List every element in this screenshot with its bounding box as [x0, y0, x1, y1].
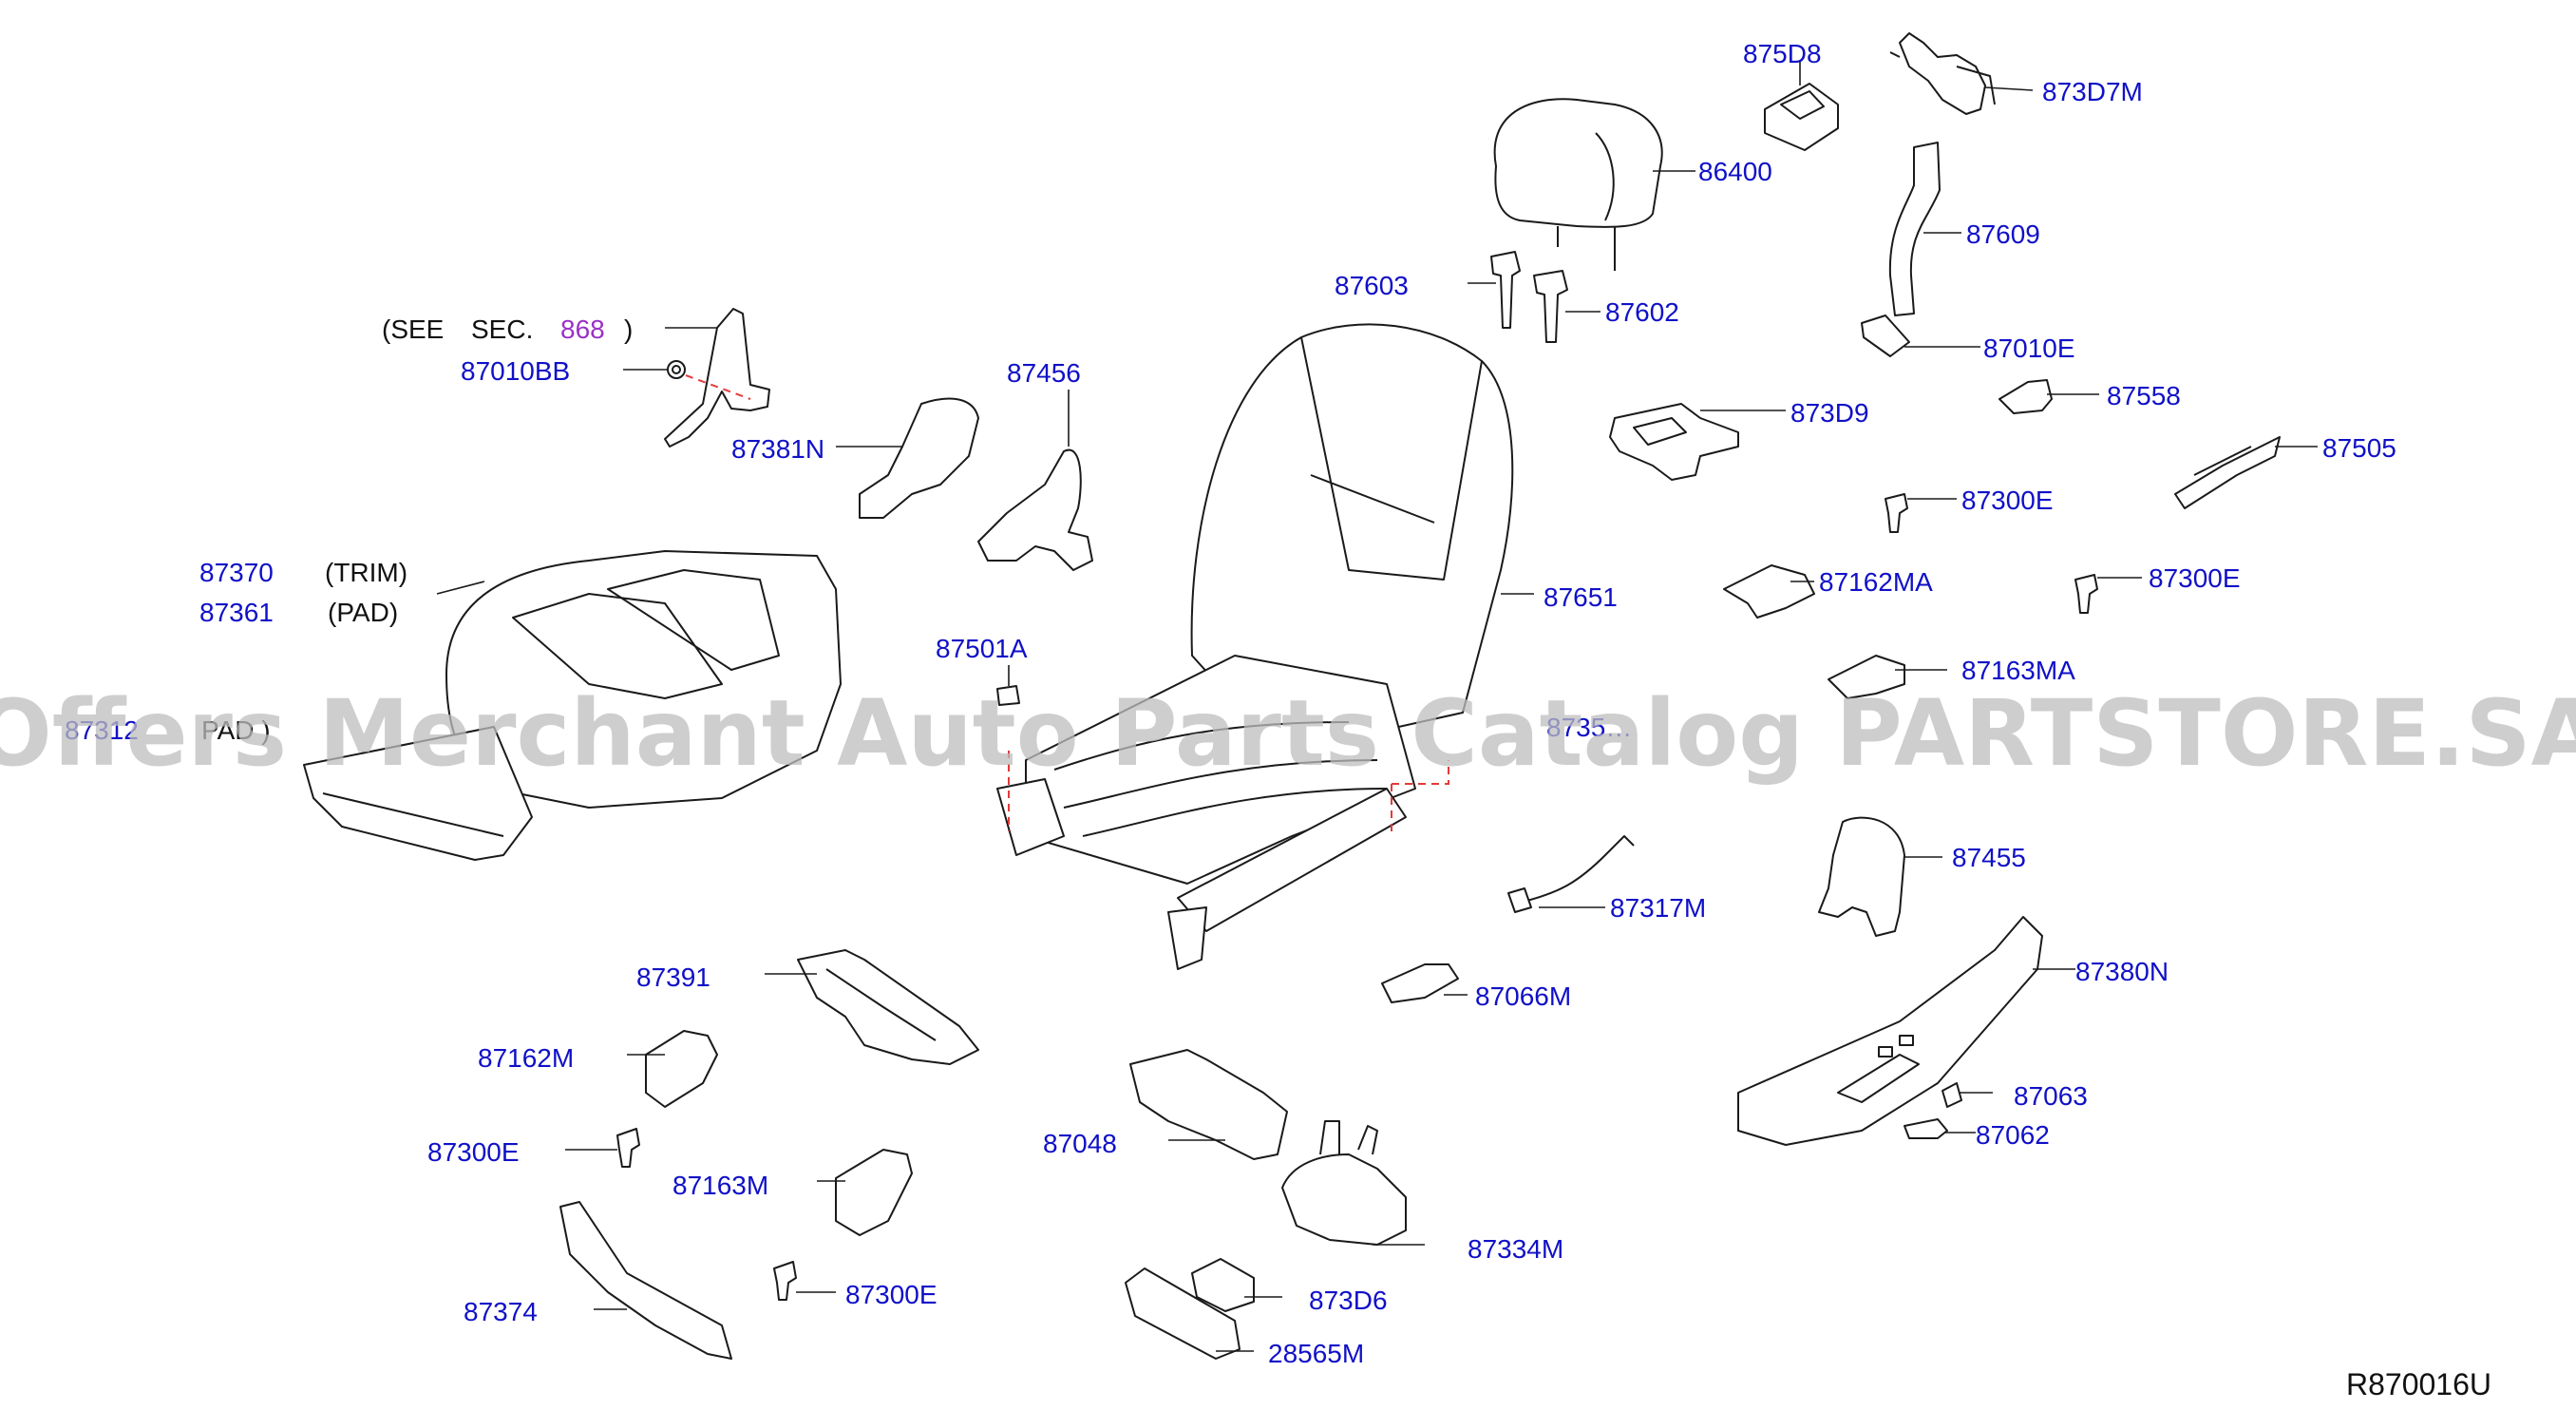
watermark-text: Offers Merchant Auto Parts Catalog PARTS…	[0, 680, 2576, 787]
part-87066M-drawing	[1381, 963, 1459, 1003]
part-87162M-drawing	[645, 1030, 718, 1108]
label-87300E-c: 87300E	[427, 1137, 520, 1167]
part-87455-drawing	[1818, 816, 1905, 937]
label-87334M: 87334M	[1468, 1234, 1563, 1264]
label-87651: 87651	[1544, 582, 1618, 612]
part-87374-drawing	[559, 1201, 732, 1360]
note-trim: (TRIM)	[325, 558, 407, 587]
part-87456-drawing	[977, 448, 1093, 571]
part-87501A-drawing	[996, 685, 1020, 706]
label-87558: 87558	[2107, 381, 2181, 410]
part-28565M-drawing	[1125, 1267, 1241, 1360]
label-87456: 87456	[1007, 358, 1081, 388]
diagram-code: R870016U	[2346, 1367, 2491, 1401]
label-87391: 87391	[636, 962, 710, 992]
see-close: )	[624, 314, 633, 344]
part-seat-frame-drawing	[996, 655, 1449, 970]
label-87317M: 87317M	[1610, 893, 1706, 923]
label-87501A: 87501A	[936, 634, 1028, 663]
label-87163M: 87163M	[672, 1171, 768, 1200]
label-87455: 87455	[1952, 843, 2026, 872]
part-86400-drawing	[1493, 98, 1663, 271]
label-87048: 87048	[1043, 1129, 1117, 1158]
note-pad-partial: PAD )	[201, 715, 271, 745]
label-87062: 87062	[1976, 1120, 2050, 1150]
label-875D8: 875D8	[1743, 39, 1822, 68]
label-87010E: 87010E	[1983, 333, 2075, 363]
part-87300E-clip-b	[2074, 574, 2098, 614]
part-87063-drawing	[1941, 1082, 1962, 1108]
part-87609-drawing	[1888, 142, 1941, 316]
label-87312: 87312	[65, 715, 139, 745]
label-87602: 87602	[1605, 297, 1679, 327]
part-87505-drawing	[2174, 436, 2281, 509]
label-87300E-a: 87300E	[1961, 486, 2054, 515]
part-87391-drawing	[797, 949, 979, 1065]
label-87162MA: 87162MA	[1819, 567, 1933, 597]
see-section-link[interactable]: 868	[560, 314, 605, 344]
part-87162MA-drawing	[1723, 564, 1815, 619]
label-87603: 87603	[1335, 271, 1409, 300]
label-28565M: 28565M	[1268, 1339, 1364, 1368]
part-87312-pad-drawing	[303, 726, 533, 861]
see-prefix: (SEE	[382, 314, 444, 344]
part-875D8-drawing	[1764, 83, 1839, 151]
label-87066M: 87066M	[1475, 981, 1571, 1011]
part-87334M-drawing	[1281, 1120, 1407, 1246]
label-87370: 87370	[199, 558, 274, 587]
label-8735x: 8735…	[1546, 713, 1632, 742]
label-87374: 87374	[464, 1297, 538, 1326]
part-87048-drawing	[1129, 1049, 1288, 1160]
part-87651-seatback-drawing	[1190, 323, 1514, 733]
label-873D6: 873D6	[1309, 1286, 1388, 1315]
part-87062-drawing	[1904, 1118, 1948, 1139]
part-87010E-drawing	[1861, 314, 1910, 357]
part-87380N-drawing	[1737, 916, 2043, 1146]
label-86400: 86400	[1698, 157, 1772, 186]
part-87381N-drawing	[859, 397, 979, 519]
part-87163M-drawing	[835, 1149, 913, 1236]
label-87010BB: 87010BB	[461, 356, 570, 386]
part-87558-drawing	[1998, 379, 2053, 414]
part-87317M-drawing	[1507, 835, 1635, 913]
part-87370-cushion-drawing	[445, 550, 842, 809]
see-sec: SEC.	[471, 314, 533, 344]
part-87602-drawing	[1533, 270, 1568, 343]
leader-lines	[436, 62, 2318, 1352]
part-873D7M-drawing	[1889, 32, 1996, 115]
part-87300E-clip-c	[616, 1128, 640, 1168]
label-873D9: 873D9	[1790, 398, 1869, 428]
part-87300E-clip-d	[773, 1261, 797, 1301]
label-87163MA: 87163MA	[1961, 656, 2075, 685]
part-87603-drawing	[1490, 251, 1521, 329]
label-87609: 87609	[1966, 219, 2040, 249]
label-87381N: 87381N	[731, 434, 824, 464]
label-87300E-d: 87300E	[845, 1280, 938, 1309]
part-87300E-clip-a	[1885, 493, 1908, 533]
label-87380N: 87380N	[2075, 957, 2169, 986]
part-873D9-drawing	[1609, 403, 1739, 481]
label-87361: 87361	[199, 598, 274, 627]
label-87162M: 87162M	[478, 1043, 574, 1073]
label-873D7M: 873D7M	[2042, 77, 2143, 106]
label-87300E-b: 87300E	[2149, 563, 2241, 593]
label-87505: 87505	[2322, 433, 2396, 463]
part-87010BB-drawing	[664, 308, 770, 448]
part-873D6-drawing	[1191, 1258, 1255, 1312]
label-87063: 87063	[2014, 1081, 2088, 1111]
part-87163MA-drawing	[1828, 655, 1905, 699]
note-pad: (PAD)	[328, 598, 398, 627]
